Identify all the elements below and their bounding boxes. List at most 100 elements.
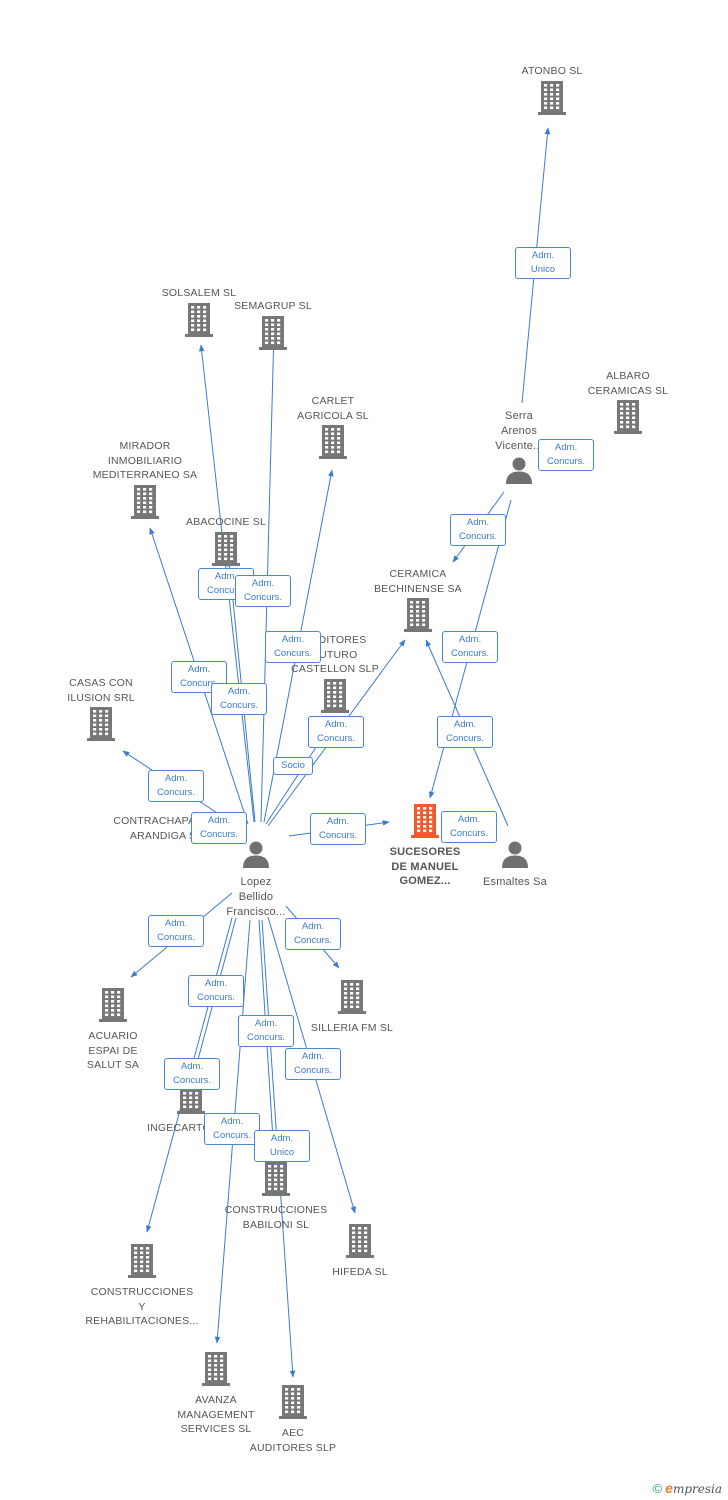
node-label-line: AEC	[281, 1427, 305, 1439]
node-label: SILLERIA FM SL	[287, 1021, 417, 1036]
relation-badge[interactable]: Adm.Concurs.	[450, 514, 506, 546]
building-icon[interactable]	[80, 484, 210, 524]
relation-badge-text: Concurs.	[219, 700, 258, 711]
node-label-line: REHABILITACIONES...	[85, 1315, 199, 1327]
node-label: HIFEDA SL	[295, 1265, 425, 1280]
relation-badge-text: Adm.	[281, 634, 305, 645]
relation-badge-text: Adm.	[204, 978, 228, 989]
relation-badge-text: Adm.	[301, 1051, 325, 1062]
building-icon[interactable]	[295, 1224, 425, 1263]
relation-badge[interactable]: Adm.Concurs.	[238, 1015, 294, 1047]
building-icon[interactable]	[487, 80, 617, 120]
relation-badge-text: Concurs.	[246, 1032, 285, 1043]
node-label-line: SUCESORES	[389, 846, 461, 858]
relation-badge-text: Adm.	[180, 1061, 204, 1072]
relation-badge[interactable]: Socio	[273, 757, 313, 775]
building-icon[interactable]	[77, 1244, 207, 1283]
relation-badge[interactable]: Adm.Concurs.	[164, 1058, 220, 1090]
relation-badge[interactable]: Adm.Concurs.	[191, 812, 247, 844]
relation-badge[interactable]: Adm.Concurs.	[441, 811, 497, 843]
node-label-line: Serra	[505, 410, 533, 422]
relation-badge[interactable]: Adm.Concurs.	[235, 575, 291, 607]
node-label: SOLSALEM SL	[134, 286, 264, 301]
node-esmaltes[interactable]: Esmaltes Sa	[450, 838, 580, 890]
relation-badge-text: Concurs.	[450, 648, 489, 659]
node-label-line: MANAGEMENT	[177, 1408, 255, 1421]
relation-badge[interactable]: Adm.Concurs.	[171, 661, 227, 693]
relation-badge[interactable]: Adm.Unico	[515, 247, 571, 279]
relation-badge-text: Adm.	[207, 815, 231, 826]
building-icon[interactable]	[151, 1352, 281, 1391]
node-label-line: BECHINENSE SA	[374, 582, 462, 595]
node-label-line: CONSTRUCCIONES	[224, 1204, 328, 1216]
relation-badge[interactable]: Adm.Concurs.	[437, 716, 493, 748]
building-icon[interactable]	[228, 1385, 358, 1424]
relation-badge-text: Concurs.	[458, 531, 497, 542]
building-icon[interactable]	[36, 707, 166, 746]
node-label-line: Francisco...	[226, 906, 286, 918]
person-icon[interactable]	[450, 840, 580, 873]
node-hifeda[interactable]: HIFEDA SL	[295, 1222, 425, 1280]
building-icon[interactable]	[161, 531, 291, 571]
building-icon[interactable]	[268, 425, 398, 464]
relation-badge[interactable]: Adm.Concurs.	[285, 1048, 341, 1080]
node-atonbo[interactable]: ATONBO SL	[487, 64, 617, 122]
brand-name: mpresia	[672, 1482, 722, 1496]
relation-badge[interactable]: Adm.Concurs.	[308, 716, 364, 748]
relation-badge[interactable]: Adm.Concurs.	[265, 631, 321, 663]
building-icon[interactable]	[211, 1162, 341, 1201]
relation-badge[interactable]: Adm.Concurs.	[211, 683, 267, 715]
node-label-line: ALBARO	[606, 370, 650, 382]
relation-badge-text: Unico	[269, 1147, 295, 1158]
relation-badge[interactable]: Adm.Concurs.	[148, 770, 204, 802]
building-icon[interactable]	[287, 980, 417, 1019]
building-icon[interactable]	[48, 988, 178, 1027]
person-icon[interactable]	[454, 456, 584, 489]
building-icon[interactable]	[134, 302, 264, 342]
building-icon[interactable]	[270, 678, 400, 718]
building-icon[interactable]	[563, 400, 693, 439]
footer-brand[interactable]: ©empresia	[653, 1480, 722, 1496]
building-icon[interactable]	[360, 804, 490, 843]
relation-badge[interactable]: Adm.Concurs.	[538, 439, 594, 471]
node-semagrup[interactable]: SEMAGRUP SL	[208, 299, 338, 357]
relation-badge[interactable]: Adm.Concurs.	[310, 813, 366, 845]
node-silleria[interactable]: SILLERIA FM SL	[287, 978, 417, 1036]
node-solsalem[interactable]: SOLSALEM SL	[134, 286, 264, 344]
building-icon[interactable]	[353, 598, 483, 637]
building-icon[interactable]	[208, 315, 338, 355]
relation-badge[interactable]: Adm.Concurs.	[188, 975, 244, 1007]
node-label-line: SEMAGRUP SL	[234, 300, 312, 312]
relation-badge-text: Adm.	[531, 250, 555, 261]
relation-badge[interactable]: Adm.Concurs.	[285, 918, 341, 950]
relation-badge[interactable]: Adm.Concurs.	[442, 631, 498, 663]
node-abacocine[interactable]: ABACOCINE SL	[161, 515, 291, 573]
node-label-line: Esmaltes Sa	[483, 876, 547, 888]
relation-badge-text: Adm.	[326, 816, 350, 827]
relation-badge[interactable]: Adm.Concurs.	[204, 1113, 260, 1145]
relation-badge[interactable]: Adm.Concurs.	[148, 915, 204, 947]
person-icon[interactable]	[191, 840, 321, 873]
relation-badge[interactable]: Adm.Unico	[254, 1130, 310, 1162]
